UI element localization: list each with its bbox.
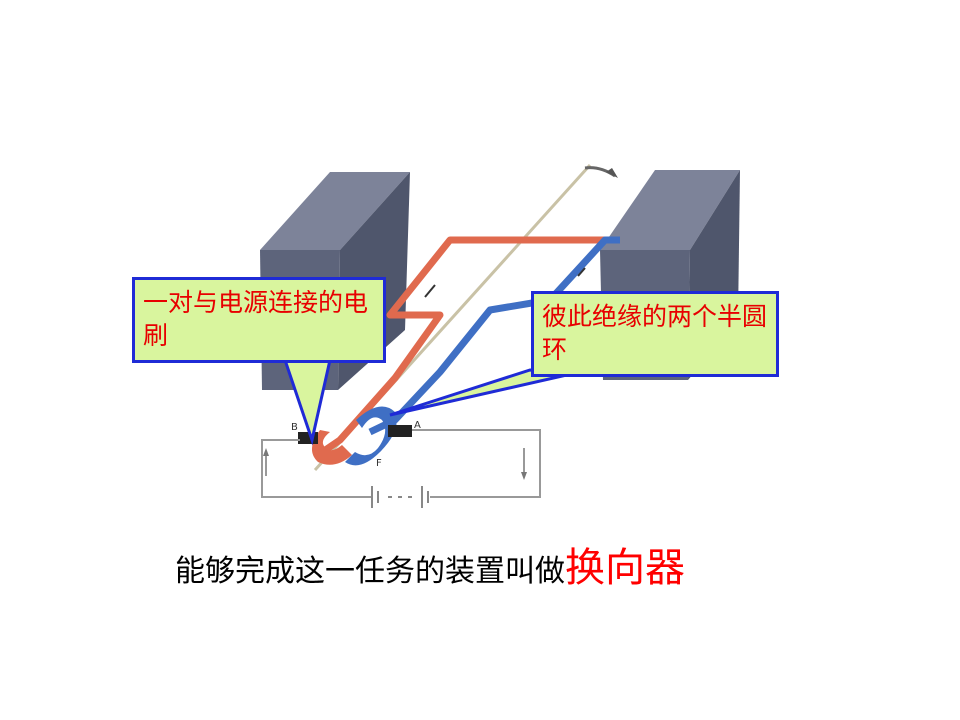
- external-circuit: [261, 429, 541, 498]
- commutator-ring-red: [311, 430, 352, 465]
- current-arrow-blue: [577, 267, 586, 277]
- callout-brush-text: 一对与电源连接的电刷: [143, 288, 369, 350]
- caption: 能够完成这一任务的装置叫做换向器: [175, 535, 875, 593]
- callout-ring: 彼此绝缘的两个半圆环: [531, 291, 779, 377]
- current-arrow-red: [424, 284, 436, 298]
- brush-b: [298, 432, 318, 444]
- brush-a-label: A: [414, 420, 421, 431]
- caption-highlight: 换向器: [565, 545, 685, 591]
- brush-a: [388, 425, 412, 437]
- callout-brush: 一对与电源连接的电刷: [132, 277, 386, 363]
- callout-ring-text: 彼此绝缘的两个半圆环: [542, 302, 768, 364]
- battery-icon: [371, 486, 429, 508]
- ring-f-label: F: [376, 458, 382, 469]
- commutator-ring-blue: [345, 406, 397, 466]
- brush-b-label: B: [291, 422, 298, 433]
- caption-text: 能够完成这一任务的装置叫做: [175, 554, 565, 589]
- coil-red-side: [316, 236, 615, 458]
